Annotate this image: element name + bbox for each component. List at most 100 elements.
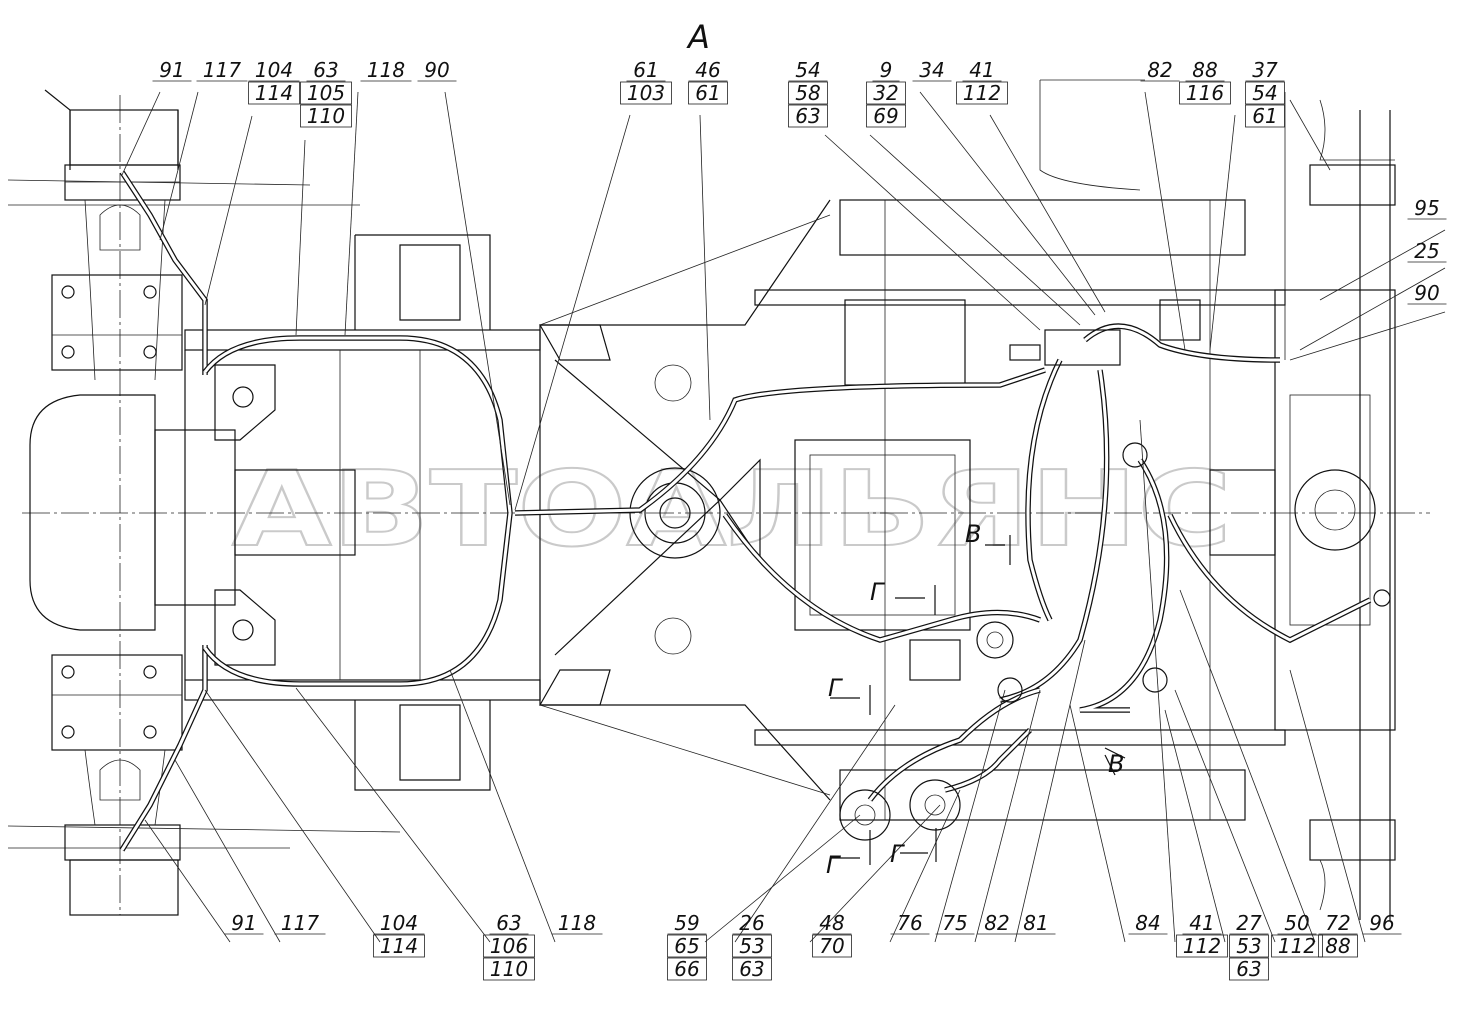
callout-box	[1176, 934, 1228, 958]
section-mark-label: Г	[870, 578, 885, 606]
callout: 117	[196, 58, 248, 82]
callout-number: 110	[490, 957, 528, 981]
callout-number: 95	[1414, 196, 1439, 220]
callout-number: 88	[1325, 934, 1350, 958]
callout-number: 82	[1147, 58, 1172, 82]
callout-box	[866, 104, 906, 128]
callout-number: 82	[984, 911, 1009, 935]
callout-box	[667, 934, 707, 958]
callout-number: 112	[963, 81, 1001, 105]
callout-number: 26	[739, 911, 764, 935]
callout-number: 63	[313, 58, 338, 82]
callout-number: 34	[919, 58, 944, 82]
callout: 118	[360, 58, 412, 82]
callout-box	[1245, 81, 1285, 105]
callout: 90	[1407, 281, 1447, 305]
rear-axle	[1209, 99, 1396, 920]
callout-number: 76	[897, 911, 922, 935]
callout-number: 70	[819, 934, 844, 958]
callout-box	[667, 957, 707, 981]
callout-box	[1229, 934, 1269, 958]
articulation-joint	[539, 199, 831, 801]
callout-number: 59	[674, 911, 699, 935]
callout: 76	[890, 911, 930, 935]
callout-number: 61	[695, 81, 720, 105]
callout-number: 75	[942, 911, 967, 935]
callout-number: 106	[490, 934, 528, 958]
section-mark-label: Г	[890, 840, 905, 868]
callout: 96	[1362, 911, 1402, 935]
callout-number: 118	[558, 911, 596, 935]
callout-box	[732, 934, 772, 958]
callout-number: 105	[307, 81, 345, 105]
callout-number: 114	[380, 934, 418, 958]
callout-number: 117	[281, 911, 319, 935]
section-labels: В В Г Г Г Г	[826, 520, 1124, 879]
callout: 118	[551, 911, 603, 935]
callout: 91	[224, 911, 264, 935]
callout: 25	[1407, 239, 1447, 263]
section-mark-label: Г	[826, 851, 841, 879]
callout-number: 48	[819, 911, 844, 935]
callout-number: 90	[424, 58, 449, 82]
callout: 75	[935, 911, 975, 935]
callout-box	[300, 81, 352, 105]
callout-number: 41	[969, 58, 994, 82]
callout-number: 63	[496, 911, 521, 935]
section-mark-label: В	[1108, 750, 1124, 778]
view-label: A	[686, 18, 710, 56]
watermark: АВТОАЛЬЯНС	[232, 448, 1232, 570]
front-frame	[184, 234, 611, 791]
callout-number: 90	[1414, 281, 1439, 305]
callout-number: 72	[1325, 911, 1350, 935]
section-mark-label: Г	[828, 674, 843, 702]
section-mark-label: В	[965, 520, 981, 548]
callout-box	[732, 957, 772, 981]
callout-number: 46	[695, 58, 720, 82]
callout-box	[1245, 104, 1285, 128]
callout-number: 69	[873, 104, 898, 128]
callout-number: 25	[1414, 239, 1439, 263]
callout: 82	[1140, 58, 1180, 82]
callout-number: 116	[1186, 81, 1224, 105]
callout-number: 104	[380, 911, 418, 935]
callout-number: 32	[873, 81, 898, 105]
callout-box	[866, 81, 906, 105]
callout-number: 96	[1369, 911, 1394, 935]
callout: 81	[1016, 911, 1056, 935]
callout-number: 63	[1236, 957, 1261, 981]
callout-number: 114	[255, 81, 293, 105]
callout-number: 54	[795, 58, 820, 82]
callout-number: 91	[231, 911, 256, 935]
center-axis	[22, 95, 1430, 915]
callout-box	[248, 81, 300, 105]
callout: 82	[977, 911, 1017, 935]
callout-number: 117	[203, 58, 241, 82]
callout-box	[1271, 934, 1323, 958]
callout-number: 41	[1189, 911, 1214, 935]
callout-number: 27	[1236, 911, 1262, 935]
callout: 117	[274, 911, 326, 935]
leader-lines	[121, 91, 1446, 943]
callout-number: 84	[1135, 911, 1160, 935]
callout-number: 58	[795, 81, 820, 105]
callout-box	[300, 104, 352, 128]
callout-number: 63	[739, 957, 764, 981]
callout-box	[373, 934, 425, 958]
callout-number: 61	[633, 58, 658, 82]
callout-number: 54	[1252, 81, 1277, 105]
callout-number: 112	[1278, 934, 1316, 958]
callout: 91	[152, 58, 192, 82]
